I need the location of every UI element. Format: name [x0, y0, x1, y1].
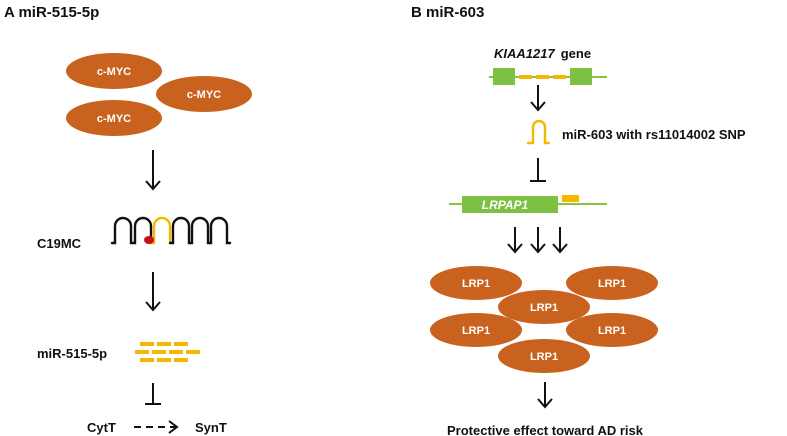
- lrpap1-gene-icon: LRPAP1: [449, 195, 607, 213]
- mir-515-5p-label: miR-515-5p: [37, 346, 107, 361]
- lrp1-oval: LRP1: [566, 266, 658, 300]
- lrp1-oval: LRP1: [430, 266, 522, 300]
- kiaa1217-gene-icon: [489, 68, 607, 85]
- outcome-label: Protective effect toward AD risk: [447, 423, 644, 436]
- lrp1-oval: LRP1: [566, 313, 658, 347]
- lrp1-label: LRP1: [462, 278, 490, 290]
- c-myc-label: c-MYC: [97, 113, 131, 125]
- c-myc-label: c-MYC: [187, 89, 221, 101]
- panel-b-title: B miR-603: [411, 4, 484, 21]
- c-myc-oval: c-MYC: [66, 100, 162, 136]
- lrp1-label: LRP1: [598, 325, 626, 337]
- mir-603-hairpin-icon: [526, 119, 551, 145]
- lrp1-label: LRP1: [530, 302, 558, 314]
- synt-label: SynT: [195, 420, 227, 435]
- cytt-label: CytT: [87, 420, 116, 435]
- mir-603-label: miR-603 with rs11014002 SNP: [562, 127, 746, 142]
- panel-a-title: A miR-515-5p: [4, 4, 99, 21]
- lrp1-label: LRP1: [598, 278, 626, 290]
- mature-mirna-icon: [135, 342, 200, 362]
- down-arrow-icon: [145, 272, 161, 312]
- c19mc-hairpin-cluster-icon: [110, 216, 232, 245]
- c-myc-label: c-MYC: [97, 66, 131, 78]
- down-arrow-icon: [145, 150, 161, 191]
- c-myc-oval: c-MYC: [66, 53, 162, 89]
- lrpap1-label: LRPAP1: [482, 198, 529, 212]
- lrp1-oval: LRP1: [498, 290, 590, 324]
- lrp1-oval: LRP1: [498, 339, 590, 373]
- dashed-arrow-icon: [134, 420, 179, 434]
- down-arrow-icon: [530, 85, 546, 112]
- inhibition-icon: [530, 158, 546, 182]
- inhibition-icon: [145, 383, 161, 405]
- down-arrows-icon: [507, 227, 568, 254]
- snp-mark-icon: [144, 236, 154, 244]
- lrp1-label: LRP1: [462, 325, 490, 337]
- lrp1-label: LRP1: [530, 351, 558, 363]
- c19mc-label: C19MC: [37, 236, 82, 251]
- lrp1-oval: LRP1: [430, 313, 522, 347]
- down-arrow-icon: [537, 382, 553, 409]
- c-myc-oval: c-MYC: [156, 76, 252, 112]
